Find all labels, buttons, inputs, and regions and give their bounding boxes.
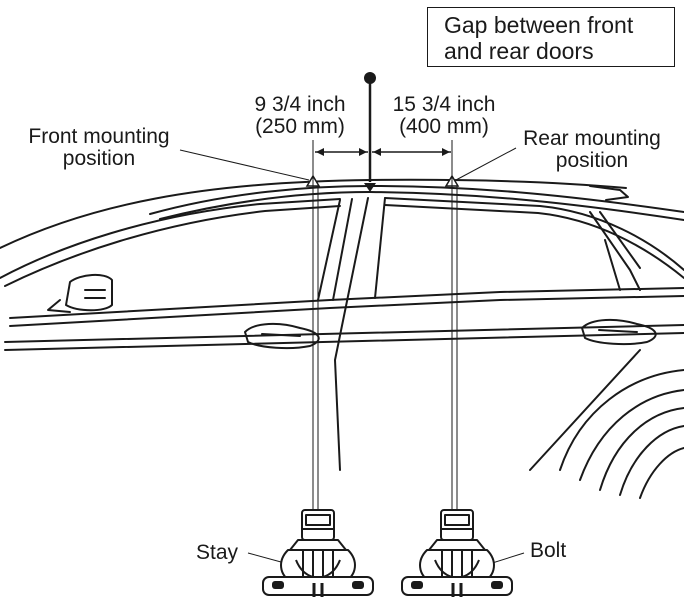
callout-line-2: and rear doors [444,38,594,64]
front-position-label-1: Front mounting [28,125,170,148]
bolt-label: Bolt [530,539,567,562]
front-foot-assembly [262,509,374,597]
gap-callout-box [427,7,675,67]
beltline [9,287,684,319]
b-pillar [317,199,341,301]
rear-position-leader [455,147,517,181]
rear-foot-assembly [401,509,513,597]
front-position-leader [179,149,310,181]
rear-wheel-arch [559,369,684,471]
rear-dimension-mm: (400 mm) [399,115,489,138]
front-position-label-2: position [62,147,136,170]
rear-dimension-inch: 15 3/4 inch [392,93,496,116]
rear-position-label-1: Rear mounting [523,127,661,150]
front-window-frame [0,198,341,279]
roof-rail [149,185,684,215]
rear-door-handle [581,318,657,346]
rear-quarter-window [589,211,641,291]
rear-position-label-2: position [555,149,629,172]
side-mirror [65,274,113,312]
roof-line [0,178,627,249]
character-line [4,324,684,343]
gap-marker-arrowhead [364,183,376,192]
front-dimension-mm: (250 mm) [255,115,345,138]
stay-label: Stay [196,541,239,564]
front-dimension-inch: 9 3/4 inch [254,93,346,116]
callout-line-1: Gap between front [444,12,634,38]
rear-window-frame [384,197,684,271]
rear-spoiler [589,185,629,201]
